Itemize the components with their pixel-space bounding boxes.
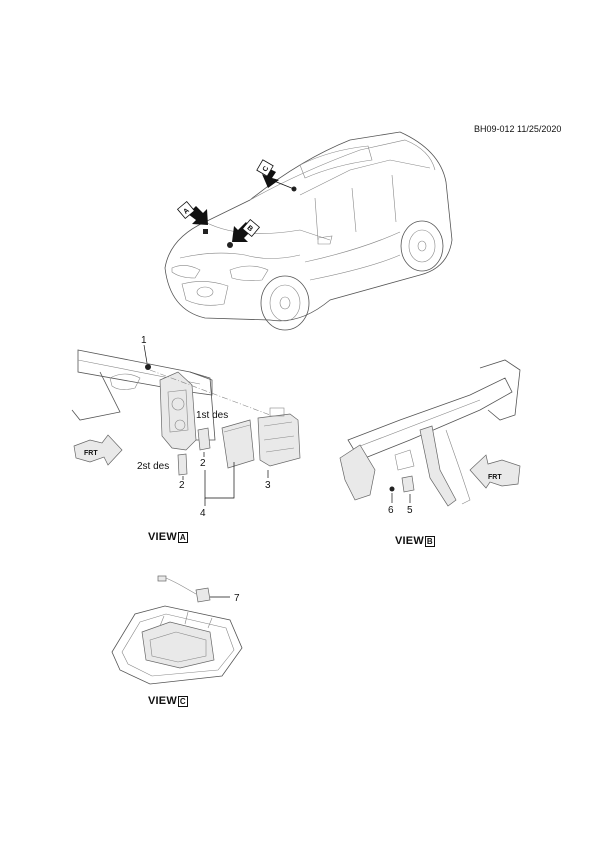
- view-a-letter: A: [177, 531, 188, 543]
- view-c-letter: C: [177, 695, 188, 707]
- view-a-word: VIEW: [148, 531, 177, 543]
- view-b-letter: B: [424, 535, 435, 547]
- view-c-word: VIEW: [148, 695, 177, 707]
- frt-arrow-right: FRT: [469, 454, 521, 489]
- frt-arrow-left: FRT: [73, 434, 123, 466]
- arrow-a-label: A: [182, 207, 190, 216]
- drawing-code: BH09-012 11/25/2020: [474, 124, 562, 134]
- callout-7: 7: [234, 593, 240, 604]
- arrow-b-label: B: [245, 225, 253, 234]
- callout-2-upper: 2: [200, 458, 206, 469]
- frt-label-right: FRT: [488, 474, 502, 481]
- callout-2-lower: 2: [179, 480, 185, 491]
- callout-6: 6: [388, 505, 394, 516]
- note-2st-des: 2st des: [137, 461, 170, 472]
- callout-4: 4: [200, 508, 206, 519]
- view-b-word: VIEW: [395, 535, 424, 547]
- callout-3: 3: [265, 480, 271, 491]
- callout-1: 1: [141, 335, 147, 346]
- arrow-c-label: C: [262, 165, 271, 173]
- view-b-arrow: B: [232, 218, 261, 242]
- note-1st-des: 1st des: [196, 410, 229, 421]
- callout-5: 5: [407, 505, 413, 516]
- view-c-arrow: C: [256, 159, 279, 188]
- frt-label-left: FRT: [84, 450, 98, 457]
- view-a-arrow: A: [176, 200, 208, 225]
